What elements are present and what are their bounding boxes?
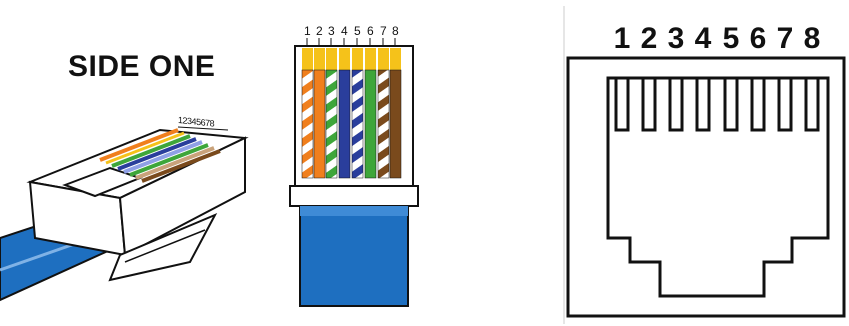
right-pin-6-label: 6 bbox=[750, 22, 767, 56]
right-pin-numbers: 1 2 3 4 5 6 7 8 bbox=[560, 22, 849, 56]
gold-contact-4 bbox=[339, 48, 350, 70]
plug-isometric-drawing bbox=[0, 0, 280, 326]
mid-pin-4-label: 4 bbox=[341, 24, 348, 38]
gold-contact-5 bbox=[352, 48, 363, 70]
right-pin-2-label: 2 bbox=[641, 22, 658, 56]
gold-contact-2 bbox=[314, 48, 325, 70]
rj45-plug-side-view: SIDE ONE 12345678 bbox=[0, 0, 280, 326]
mid-pin-6-label: 6 bbox=[367, 24, 374, 38]
mid-pin-2-label: 2 bbox=[316, 24, 323, 38]
gold-contact-8 bbox=[390, 48, 401, 70]
right-pin-4-label: 4 bbox=[695, 22, 712, 56]
gold-contact-7 bbox=[378, 48, 389, 70]
wiring-front-drawing bbox=[280, 0, 430, 326]
left-pin-8-label: 8 bbox=[210, 118, 215, 128]
wire-4-blue bbox=[339, 70, 350, 178]
wire-2-orange bbox=[314, 70, 325, 178]
wire-6-green bbox=[365, 70, 376, 178]
right-pin-5-label: 5 bbox=[723, 22, 740, 56]
wire-3-white-green bbox=[326, 70, 337, 178]
mid-pin-8-label: 8 bbox=[392, 24, 399, 38]
mid-pin-numbers: 1 2 3 4 5 6 7 8 bbox=[302, 24, 412, 38]
mid-pin-7-label: 7 bbox=[380, 24, 387, 38]
right-pin-1-label: 1 bbox=[614, 22, 631, 56]
rj45-jack-outline: 1 2 3 4 5 6 7 8 bbox=[560, 0, 849, 326]
right-pin-3-label: 3 bbox=[668, 22, 685, 56]
mid-pin-5-label: 5 bbox=[354, 24, 361, 38]
wire-5-white-blue bbox=[352, 70, 363, 178]
gold-contact-1 bbox=[302, 48, 313, 70]
mid-pin-1-label: 1 bbox=[304, 24, 311, 38]
cable-jacket bbox=[300, 206, 408, 306]
right-pin-7-label: 7 bbox=[777, 22, 794, 56]
side-one-title: SIDE ONE bbox=[68, 50, 215, 84]
wire-8-brown bbox=[390, 70, 401, 178]
wire-1-white-orange bbox=[302, 70, 313, 178]
crimp-band bbox=[290, 186, 418, 206]
gold-contact-3 bbox=[326, 48, 337, 70]
wire-7-white-brown bbox=[378, 70, 389, 178]
right-pin-8-label: 8 bbox=[804, 22, 821, 56]
mid-pin-3-label: 3 bbox=[328, 24, 335, 38]
rj45-wiring-front-view: 1 2 3 4 5 6 7 8 bbox=[280, 0, 430, 326]
gold-contact-6 bbox=[365, 48, 376, 70]
